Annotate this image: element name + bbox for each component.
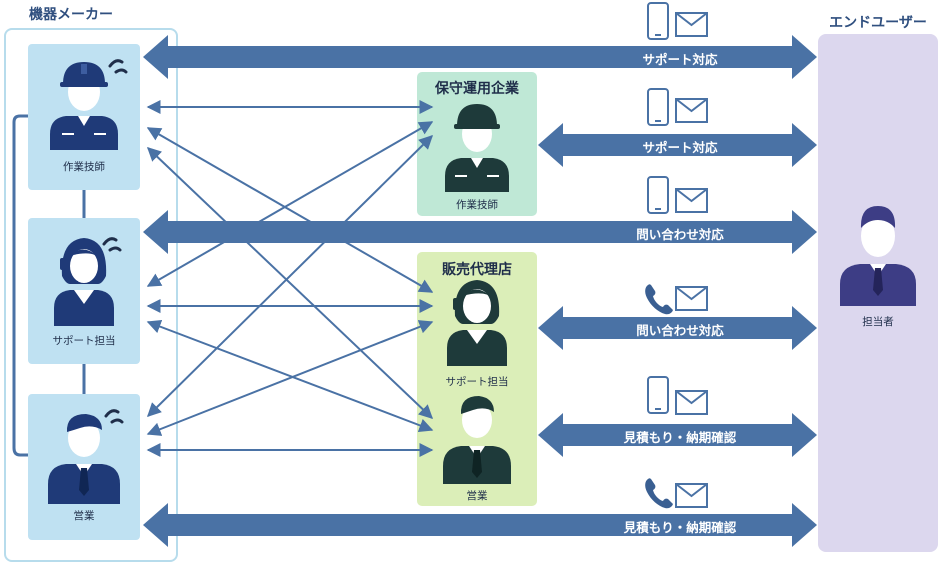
channel-arrow-3 (143, 210, 817, 254)
smartphone-icon (647, 88, 669, 126)
support-figure-icon (54, 238, 114, 326)
maintenance-title: 保守運用企業 (435, 81, 519, 97)
cross-arrows (146, 100, 434, 457)
channel-arrow-5 (538, 413, 817, 457)
sales-figure-icon (48, 414, 120, 504)
sweat-icon (108, 59, 128, 74)
engineer-figure-icon (445, 104, 509, 192)
smartphone-icon (647, 2, 669, 40)
mail-icon (675, 12, 708, 37)
agency-title: 販売代理店 (442, 262, 512, 278)
end-user-person-label: 担当者 (862, 316, 894, 328)
smartphone-icon (647, 176, 669, 214)
sweat-icon (104, 409, 124, 424)
channel-arrows (143, 35, 817, 547)
channel-label-5: 見積もり・納期確認 (623, 430, 737, 445)
channel-label-3: 問い合わせ対応 (636, 227, 724, 242)
arrow-sales-agsup (146, 320, 434, 436)
phone-icon (645, 284, 673, 315)
maker-support-label: サポート担当 (52, 335, 116, 347)
channel-arrow-2 (538, 123, 817, 167)
channel-label-1: サポート対応 (642, 52, 718, 67)
channel-arrow-6 (143, 503, 817, 547)
sweat-icon (102, 237, 122, 252)
support-figure-icon (447, 280, 507, 366)
agency-sales-label: 営業 (466, 490, 488, 502)
maker-group-title: 機器メーカー (29, 7, 113, 23)
maker-engineer-label: 作業技師 (63, 161, 105, 173)
agency-support-label: サポート担当 (445, 376, 509, 388)
maintenance-engineer-label: 作業技師 (456, 199, 498, 211)
mail-icon (675, 98, 708, 123)
channel-label-4: 問い合わせ対応 (636, 323, 724, 338)
arrow-eng-agsupport (146, 127, 434, 293)
arrow-sup-maint (146, 121, 434, 287)
mail-icon (675, 390, 708, 415)
channel-arrow-4 (538, 306, 817, 350)
end-user-group-title: エンドユーザー (829, 15, 927, 31)
arrow-sales-maint (147, 135, 433, 417)
phone-icon (645, 478, 673, 509)
channel-label-2: サポート対応 (642, 140, 718, 155)
end-user-figure-icon (840, 206, 916, 306)
mail-icon (675, 286, 708, 311)
smartphone-icon (647, 376, 669, 414)
maker-connector (12, 114, 86, 457)
sales-figure-icon (443, 396, 511, 484)
maker-sales-label: 営業 (73, 510, 95, 522)
engineer-figure-icon (50, 62, 118, 150)
mail-icon (675, 188, 708, 213)
channel-arrow-1 (143, 35, 817, 79)
mail-icon (675, 483, 708, 508)
channel-label-6: 見積もり・納期確認 (623, 520, 737, 535)
